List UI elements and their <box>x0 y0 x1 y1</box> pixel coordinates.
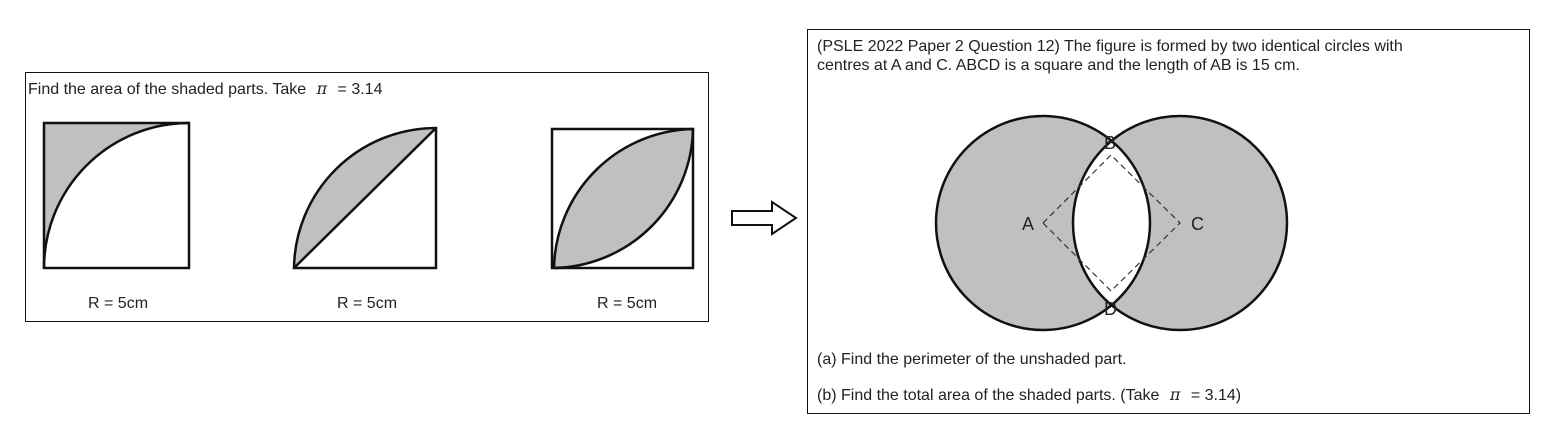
square-abcd-dashed <box>1041 153 1181 292</box>
pi-value: = 3.14 <box>337 81 383 98</box>
figure-2-chord <box>292 126 437 269</box>
pi-symbol: π <box>316 79 328 98</box>
left-problem-panel: Find the area of the shaded parts. Take … <box>25 72 709 322</box>
question-a: (a) Find the perimeter of the unshaded p… <box>817 351 1127 368</box>
figure-3-square <box>550 127 694 269</box>
question-b-text: (b) Find the total area of the shaded pa… <box>817 387 1160 404</box>
question-b: (b) Find the total area of the shaded pa… <box>817 385 1241 405</box>
figure-1 <box>42 121 190 269</box>
question-b-pi-value: = 3.14) <box>1190 387 1242 404</box>
figure-1-shaded-region <box>43 122 189 268</box>
two-circles-figure: A B C D <box>934 114 1288 331</box>
right-problem-panel: (PSLE 2022 Paper 2 Question 12) The figu… <box>807 29 1530 414</box>
circles-group <box>934 114 1288 331</box>
figure-2-quarter-circle <box>292 126 437 269</box>
left-figures <box>42 121 694 269</box>
figure-3-arc-bottom <box>553 128 694 269</box>
instruction-text: Find the area of the shaded parts. Take <box>28 81 307 98</box>
circle-a-outline <box>934 114 1151 331</box>
figure-1-label: R = 5cm <box>88 295 149 312</box>
figure-3-arc-top <box>552 127 693 268</box>
point-label-a: A <box>1022 214 1034 234</box>
right-arrow-icon <box>731 200 798 236</box>
left-instruction: Find the area of the shaded parts. Take … <box>28 79 382 99</box>
figure-3 <box>550 127 694 269</box>
figure-2 <box>292 126 437 269</box>
point-label-d: D <box>1104 299 1117 319</box>
figure-1-square <box>42 121 190 269</box>
point-label-b: B <box>1104 133 1116 153</box>
figure-3-label: R = 5cm <box>597 295 658 312</box>
overlap-unshaded-region <box>1072 115 1150 330</box>
figure-1-arc <box>42 121 189 268</box>
problem-line-1: (PSLE 2022 Paper 2 Question 12) The figu… <box>817 38 1403 55</box>
question-b-pi-symbol: π <box>1169 385 1181 404</box>
problem-line-2: centres at A and C. ABCD is a square and… <box>817 57 1300 74</box>
circle-c-outline <box>1071 114 1288 331</box>
figure-2-label: R = 5cm <box>337 295 398 312</box>
point-label-c: C <box>1191 214 1204 234</box>
figure-3-shaded-leaf <box>553 128 693 268</box>
